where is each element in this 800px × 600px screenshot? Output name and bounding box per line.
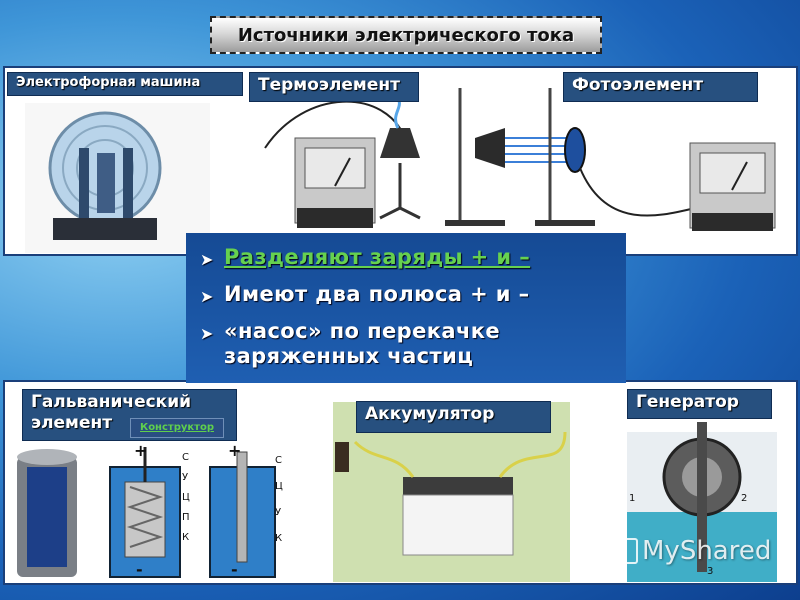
galvanic-battery-picture <box>17 449 77 577</box>
cell-right-plus-mark: + <box>228 441 242 460</box>
cell-right-letter: Ц <box>275 481 283 492</box>
cell-right-letter: У <box>275 507 282 518</box>
cell-left-letter: К <box>182 532 190 543</box>
cell-right-minus-mark: - <box>231 560 238 579</box>
cell-right-letter: С <box>275 455 282 466</box>
electrophore-machine-picture <box>25 103 210 253</box>
slide-title: Источники электрического тока <box>210 16 602 54</box>
cell-left-letter: Ц <box>182 492 190 503</box>
key-point-text: «насос» по перекачке заряженных частиц <box>224 319 501 368</box>
generator-mark-3: 3 <box>707 566 714 577</box>
label-galvanic-element-text: Гальванический элемент <box>31 392 192 433</box>
cell-right-part-letters: С Ц У К <box>275 448 283 552</box>
arrow-bullet-icon: ➤ <box>200 287 214 306</box>
key-point-item: ➤ Имеют два полюса + и – <box>200 282 612 307</box>
watermark-logo: MyShared <box>612 536 771 566</box>
cell-left-letter: П <box>182 512 190 523</box>
label-photoelement: Фотоэлемент <box>563 72 758 102</box>
constructor-link[interactable]: Конструктор <box>130 418 224 438</box>
label-generator: Генератор <box>627 389 772 419</box>
key-point-item: ➤ «насос» по перекачке заряженных частиц <box>200 319 612 369</box>
cell-left-letter: С <box>182 452 189 463</box>
cell-left-part-letters: С У Ц П К <box>182 448 190 548</box>
cell-left-letter: У <box>182 472 189 483</box>
key-points-box: ➤ Разделяют заряды + и – ➤ Имеют два пол… <box>186 233 626 383</box>
generator-mark-1: 1 <box>629 493 636 504</box>
key-point-item[interactable]: ➤ Разделяют заряды + и – <box>200 245 612 270</box>
label-thermoelement: Термоэлемент <box>249 72 419 102</box>
generator-mark-2: 2 <box>741 493 748 504</box>
arrow-bullet-icon: ➤ <box>200 324 214 343</box>
key-point-text: Имеют два полюса + и – <box>224 282 530 306</box>
photoelement-picture <box>445 88 776 231</box>
cell-right-letter: К <box>275 533 283 544</box>
thermoelement-picture <box>264 95 421 228</box>
generator-picture <box>627 422 777 582</box>
watermark-text: MyShared <box>642 536 772 566</box>
cell-left-plus-mark: + <box>134 441 148 460</box>
label-electrophore-machine: Электрофорная машина <box>7 72 243 96</box>
cell-left-minus-mark: - <box>136 560 143 579</box>
presentation-icon <box>612 538 638 564</box>
galvanic-cell-section-right <box>209 451 276 578</box>
key-point-link[interactable]: Разделяют заряды + и – <box>224 245 531 269</box>
key-points-list: ➤ Разделяют заряды + и – ➤ Имеют два пол… <box>200 245 612 369</box>
galvanic-cell-section-left <box>109 447 181 578</box>
arrow-bullet-icon: ➤ <box>200 250 214 269</box>
label-accumulator: Аккумулятор <box>356 401 551 433</box>
top-apparatus-illustration <box>25 88 776 253</box>
